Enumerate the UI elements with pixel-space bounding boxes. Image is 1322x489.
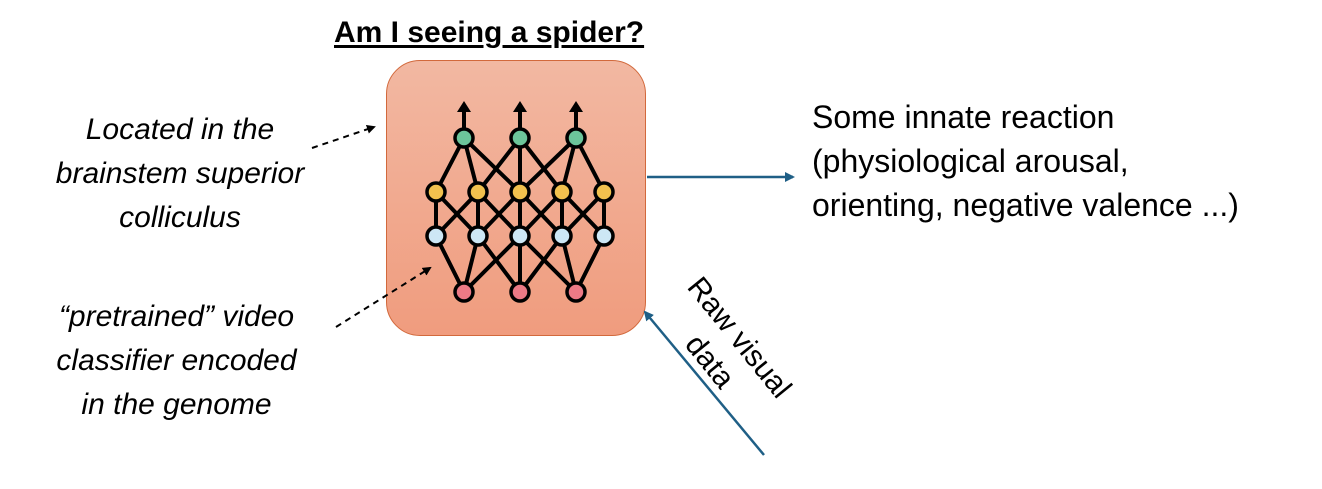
- network-connection: [476, 136, 522, 194]
- hidden-node: [509, 181, 531, 203]
- hidden-node: [551, 225, 573, 247]
- hidden-node: [551, 181, 573, 203]
- hidden-node: [425, 181, 447, 203]
- output-node: [453, 127, 475, 149]
- network-connection: [518, 136, 564, 194]
- network-connection: [462, 234, 522, 294]
- input-node: [453, 281, 475, 303]
- location-note: Located in the brainstem superior collic…: [20, 108, 340, 240]
- classifier-note-line: classifier encoded: [56, 344, 297, 377]
- network-connection: [462, 136, 522, 194]
- input-node: [565, 281, 587, 303]
- diagram-title: Am I seeing a spider?: [334, 16, 645, 49]
- reaction-line: Some innate reaction: [812, 99, 1115, 135]
- classifier-note-line: in the genome: [81, 388, 272, 421]
- location-note-line: Located in the: [85, 113, 275, 146]
- network-output-arrowhead: [513, 101, 527, 112]
- input-node: [509, 281, 531, 303]
- hidden-node: [593, 225, 615, 247]
- location-note-line: colliculus: [119, 201, 241, 234]
- reaction-line: orienting, negative valence ...): [812, 187, 1239, 223]
- hidden-node: [509, 225, 531, 247]
- hidden-node: [425, 225, 447, 247]
- network-connection: [476, 234, 522, 294]
- hidden-node: [467, 181, 489, 203]
- network-connection: [518, 136, 578, 194]
- network-connection: [518, 234, 564, 294]
- hidden-node: [593, 181, 615, 203]
- classifier-note: “pretrained” video classifier encoded in…: [14, 295, 339, 427]
- input-arrow: [643, 310, 765, 456]
- location-note-line: brainstem superior: [55, 157, 305, 190]
- output-node: [509, 127, 531, 149]
- network-output-arrowhead: [457, 101, 471, 112]
- neural-network-icon: [425, 101, 615, 303]
- network-connection: [518, 234, 578, 294]
- network-output-arrowhead: [569, 101, 583, 112]
- innate-reaction-text: Some innate reaction (physiological arou…: [812, 95, 1239, 227]
- classifier-pointer-arrow: [335, 266, 432, 328]
- hidden-node: [467, 225, 489, 247]
- output-node: [565, 127, 587, 149]
- classifier-note-line: “pretrained” video: [58, 300, 295, 333]
- reaction-line: (physiological arousal,: [812, 143, 1129, 179]
